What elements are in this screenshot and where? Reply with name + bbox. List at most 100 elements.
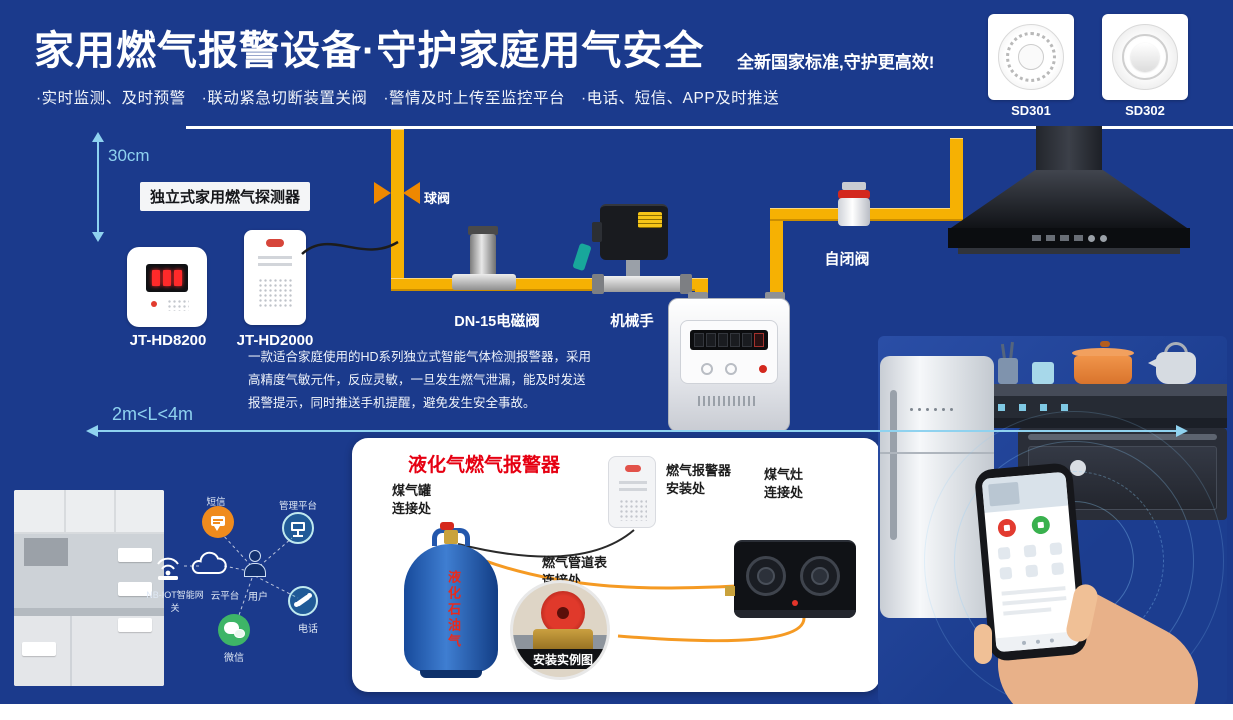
pot-lid <box>1072 348 1134 358</box>
cooking-pot <box>1074 356 1132 384</box>
wifi-gateway-icon <box>157 557 179 580</box>
cloud-icon <box>191 551 227 575</box>
dim-range-label: 2m<L<4m <box>112 404 194 424</box>
glow-ring <box>924 411 1224 704</box>
app-icon <box>997 546 1011 560</box>
example-wheel-hub <box>557 607 569 619</box>
app-icon <box>999 566 1013 580</box>
arrow-up-icon <box>92 132 104 142</box>
stove-gas-inlet <box>725 586 735 596</box>
monitor-screen <box>291 522 305 531</box>
hood-lip <box>958 248 1180 254</box>
gas-pipe-meter-outlet <box>770 208 783 304</box>
meter-digit <box>730 333 740 347</box>
burner-center <box>811 567 829 585</box>
control-dot <box>942 408 945 411</box>
dim-30cm-label: 30cm <box>108 146 150 165</box>
lpg-title: 液化气燃气报警器 <box>408 455 561 476</box>
app-icon <box>1025 564 1039 578</box>
burner-center <box>757 567 775 585</box>
jt-hd8200-label: JT-HD8200 <box>129 332 207 349</box>
monitor-base <box>293 535 303 537</box>
meter-barcode <box>698 396 758 406</box>
cooktop-knob <box>998 403 1005 411</box>
range-hood <box>948 126 1190 258</box>
appliance-seam <box>880 452 994 454</box>
lpg-cylinder: 液化石油气 <box>404 522 498 678</box>
label-tank-connection: 煤气罐 连接处 <box>392 483 432 516</box>
robot-arm-knob <box>592 222 602 242</box>
text-bar <box>1003 607 1052 616</box>
phone-screen <box>981 471 1081 653</box>
utensil-cup <box>998 358 1018 384</box>
sms-bubble-tail <box>214 526 220 531</box>
sms-bubble <box>211 516 225 526</box>
meter-digit-red <box>754 333 764 347</box>
control-dot <box>910 408 913 411</box>
example-caption: 安装实例图 <box>532 652 593 667</box>
meter-display <box>690 330 768 350</box>
solenoid-coil <box>470 234 496 276</box>
control-dot <box>918 408 921 411</box>
ball-valve-left <box>374 182 391 204</box>
sd302-label: SD302 <box>1125 103 1165 118</box>
product-card-sd301 <box>988 14 1074 100</box>
indicator-pill <box>266 239 284 247</box>
hood-duct <box>1036 126 1102 172</box>
hood-button <box>1059 235 1069 241</box>
example-caption-banner: 安装实例图 <box>513 649 607 669</box>
sms-icon <box>202 506 234 538</box>
dome-detector-icon <box>1112 24 1178 90</box>
alarm-slot <box>619 481 647 484</box>
arrow-right-icon <box>1176 425 1188 437</box>
lpg-hoses <box>457 529 806 643</box>
phone-call-icon <box>288 586 318 616</box>
receiver-end <box>294 602 299 607</box>
nav-dot <box>1049 638 1055 643</box>
page-title: 家用燃气报警设备·守护家庭用气安全 <box>34 29 705 73</box>
countertop <box>14 608 164 616</box>
vent-slot <box>258 256 292 259</box>
cooktop-knob <box>1040 403 1047 411</box>
alarm-slot <box>619 488 647 491</box>
app-alert-button <box>997 518 1017 538</box>
detector-jt-hd8200 <box>127 247 207 327</box>
sd301-label: SD301 <box>1011 103 1051 118</box>
speaker-grille <box>258 278 292 308</box>
ball-valve-icon <box>374 182 420 206</box>
control-dot <box>950 408 953 411</box>
kettle <box>1156 352 1196 384</box>
led-display <box>146 264 188 292</box>
detector-tag: 独立式家用燃气探测器 <box>140 182 311 211</box>
feature-list: ·实时监测、及时预警 ·联动紧急切断装置关阀 ·警情及时上传至监控平台 ·电话、… <box>36 90 780 107</box>
detector-hole-ring <box>1006 32 1056 82</box>
sms-line <box>213 519 223 521</box>
detector-cable <box>301 240 399 255</box>
hood-light <box>1099 234 1107 242</box>
gas-pipe-vertical-main <box>391 129 404 289</box>
text-bar <box>1001 586 1066 596</box>
meter-button <box>759 365 767 373</box>
robot-arm-label: 机械手 <box>610 314 654 330</box>
led-digit <box>152 270 160 286</box>
kettle-handle <box>1164 342 1188 354</box>
meter-dial <box>725 363 737 375</box>
user-head <box>249 550 261 562</box>
meter-dial <box>701 363 713 375</box>
product-card-sd302 <box>1102 14 1188 100</box>
valve-body <box>838 198 870 226</box>
detector-center <box>1018 44 1044 70</box>
hood-button <box>1045 235 1055 241</box>
burner-left <box>746 556 786 596</box>
cylinder-body <box>404 544 498 672</box>
sms-label: 短信 <box>206 497 226 508</box>
text-bar <box>1002 596 1067 606</box>
hood-control-band <box>948 228 1190 248</box>
appliance-controls <box>910 408 953 411</box>
valve-cap <box>842 182 866 190</box>
photo-callout-chip <box>118 618 152 632</box>
user-label: 用户 <box>248 592 268 603</box>
cabinet-seam <box>70 616 72 686</box>
detector-ring <box>1122 34 1168 80</box>
installation-example-photo: 安装实例图 <box>510 580 610 680</box>
